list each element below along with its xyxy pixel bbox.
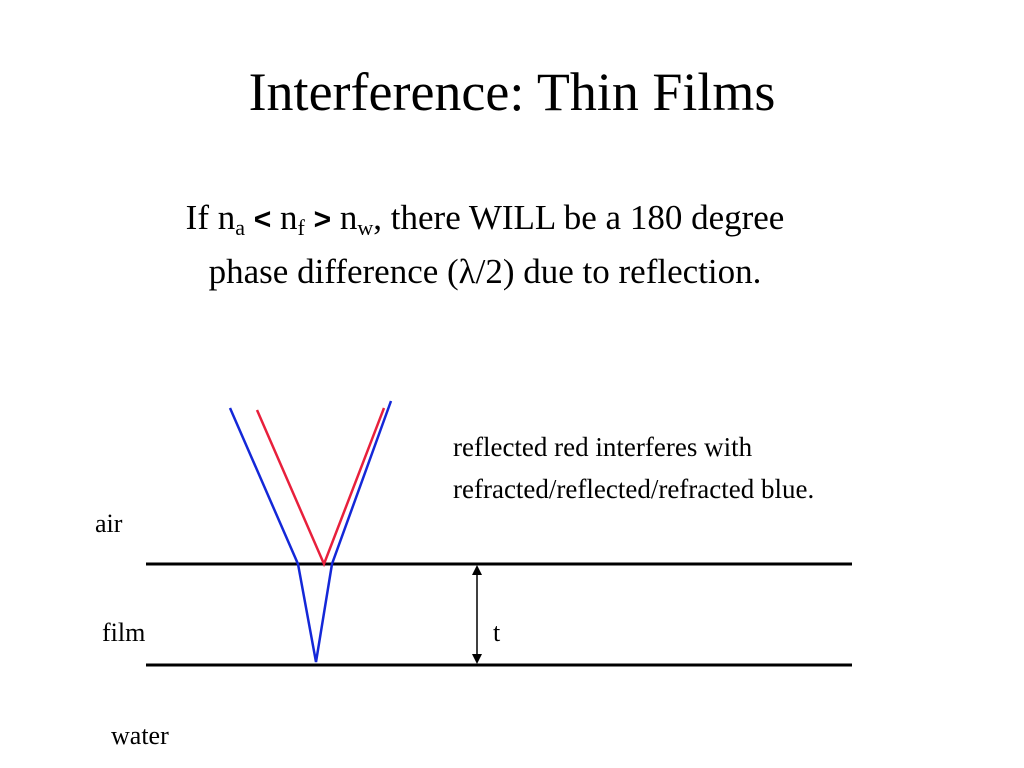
note-line-1: reflected red interferes with — [453, 432, 753, 462]
slide-title: Interference: Thin Films — [248, 62, 776, 122]
thickness-label: t — [493, 618, 501, 647]
greater-than-symbol: > — [313, 203, 332, 236]
statement-if: If n — [185, 198, 236, 237]
statement-line-2: phase difference (λ/2) due to reflection… — [208, 252, 762, 291]
subscript-f: f — [297, 215, 305, 240]
statement-line-1: If na < nf > nw, there WILL be a 180 deg… — [60, 192, 910, 246]
film-label: film — [102, 618, 146, 647]
air-label: air — [95, 509, 123, 538]
water-label: water — [111, 721, 169, 750]
blue-ray — [228, 400, 393, 663]
statement-line1-rest: , there WILL be a 180 degree — [373, 198, 785, 237]
statement-nw: n — [331, 198, 358, 237]
subscript-w: w — [357, 215, 374, 240]
red-ray — [255, 407, 386, 568]
less-than-symbol: < — [253, 203, 272, 236]
condition-statement: If na < nf > nw, there WILL be a 180 deg… — [60, 192, 910, 298]
note-line-2: refracted/reflected/refracted blue. — [453, 474, 815, 504]
subscript-a: a — [235, 215, 245, 240]
statement-nf: n — [271, 198, 298, 237]
interference-note: reflected red interferes with refracted/… — [453, 426, 814, 510]
